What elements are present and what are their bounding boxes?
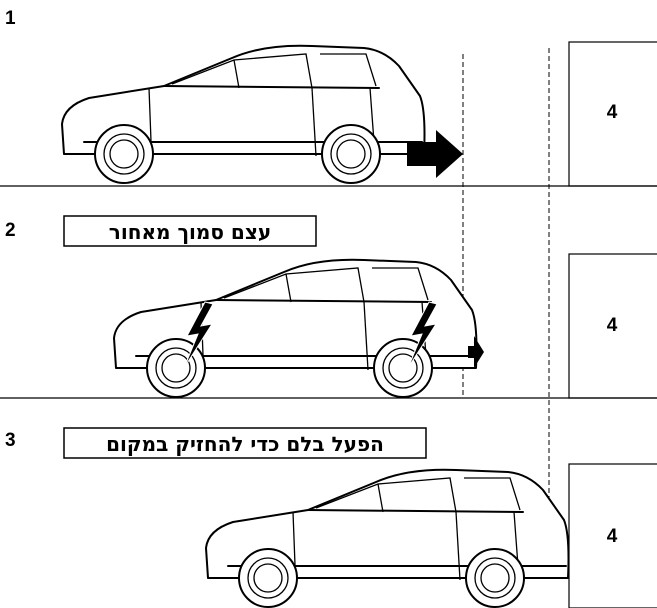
obstacle-box xyxy=(568,41,657,187)
obstacle-box xyxy=(568,463,657,608)
step-number: 1 xyxy=(5,8,16,29)
arrow-right-icon xyxy=(468,336,484,368)
step-number: 3 xyxy=(5,430,16,451)
arrow-right-icon xyxy=(407,130,463,178)
caption-box xyxy=(63,215,317,247)
step-1: 1 4 xyxy=(0,8,657,187)
lightning-bolt-icon xyxy=(407,301,438,369)
caption-box xyxy=(63,427,427,459)
obstacle-box xyxy=(568,253,657,399)
car-side-icon xyxy=(205,468,570,608)
lightning-bolt-icon xyxy=(183,301,214,369)
obstacle-label: 4 xyxy=(607,526,618,547)
step-3: 3 הפעל בלם כדי להחזיק במקום 4 xyxy=(5,427,657,608)
caption-text: עצם סמוך מאחור xyxy=(109,220,271,244)
step-2: 2 עצם סמוך מאחור 4 xyxy=(0,215,657,399)
caption-text: הפעל בלם כדי להחזיק במקום xyxy=(106,432,384,456)
obstacle-label: 4 xyxy=(607,315,618,336)
obstacle-label: 4 xyxy=(607,102,618,123)
car-side-icon xyxy=(61,44,426,184)
step-number: 2 xyxy=(5,220,16,241)
